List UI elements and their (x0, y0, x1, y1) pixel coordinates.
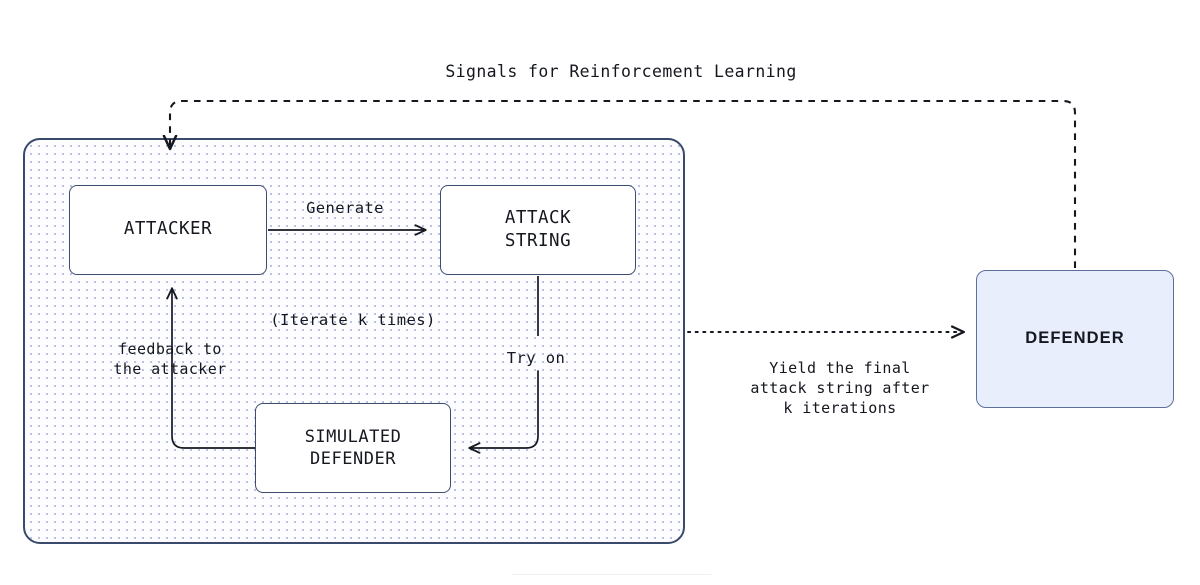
bottom-divider (512, 574, 711, 575)
edge-rl-signals-line (170, 99, 1077, 268)
edge-label-try-on: Try on (506, 349, 566, 367)
edge-label-rl-signals: Signals for Reinforcement Learning (445, 62, 797, 81)
edge-try-on-lower (470, 370, 539, 448)
edge-label-generate: Generate (306, 199, 384, 217)
edge-label-yield: Yield the final attack string after k it… (750, 359, 930, 418)
annotation-iterate-k-times: (Iterate k times) (270, 311, 436, 329)
edge-feedback-line (171, 329, 256, 449)
edge-label-feedback: feedback to the attacker (113, 340, 227, 379)
node-defender[interactable]: DEFENDER (976, 270, 1174, 408)
node-attack-string[interactable]: ATTACK STRING (440, 185, 636, 275)
node-simulated-defender[interactable]: SIMULATED DEFENDER (255, 403, 451, 493)
node-attacker[interactable]: ATTACKER (69, 185, 267, 275)
